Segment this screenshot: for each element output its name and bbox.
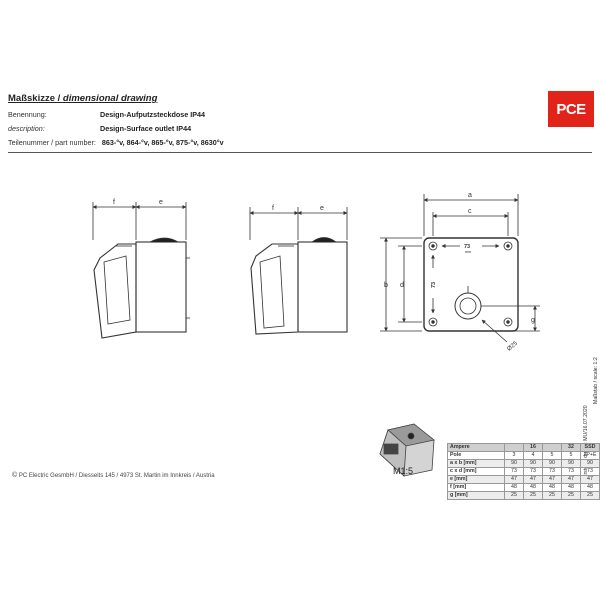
side-view-middle bbox=[249, 207, 348, 335]
table-cell: 25 bbox=[504, 491, 524, 500]
scale-note: Maßstab / scale: 1:2 bbox=[593, 357, 599, 404]
drawing-title: Maßskizze / dimensional drawing bbox=[8, 93, 157, 104]
table-cell bbox=[504, 443, 524, 452]
front-view bbox=[380, 194, 540, 343]
meta-label: Teilenummer / part number: bbox=[8, 138, 96, 147]
table-cell: 48 bbox=[504, 483, 524, 492]
table-cell: 48 bbox=[580, 483, 600, 492]
meta-label: description: bbox=[8, 124, 45, 133]
dim-label-d: d bbox=[400, 282, 404, 289]
table-row: Ampere 16 32 SSD bbox=[447, 443, 600, 452]
title-en: dimensional drawing bbox=[62, 93, 158, 104]
table-cell: 90 bbox=[542, 459, 562, 468]
pce-logo: PCE bbox=[548, 91, 594, 127]
table-cell: 25 bbox=[580, 491, 600, 500]
table-cell: 73 bbox=[542, 467, 562, 476]
table-row: g [mm] 25 25 25 25 25 bbox=[447, 491, 600, 500]
table-cell: 48 bbox=[542, 483, 562, 492]
copyright-footer: © PC Electric GesmbH / Diesseits 145 / 4… bbox=[12, 472, 215, 479]
meta-row-part-number: Teilenummer / part number: 863-°v, 864-°v… bbox=[8, 138, 224, 147]
header-divider bbox=[8, 152, 592, 153]
table-cell: g [mm] bbox=[447, 491, 505, 500]
hole-spacing-h: 73 bbox=[464, 244, 470, 250]
table-cell: 48 bbox=[561, 483, 581, 492]
hole-spacing-unit: mm bbox=[465, 250, 471, 254]
table-cell: 47 bbox=[580, 475, 600, 484]
dim-label-c: c bbox=[468, 208, 472, 215]
table-cell: 47 bbox=[504, 475, 524, 484]
meta-value: Design-Aufputzsteckdose IP44 bbox=[100, 110, 206, 119]
table-cell: 90 bbox=[504, 459, 524, 468]
meta-row-designation: Benennung: Design-Aufputzsteckdose IP44 bbox=[8, 110, 205, 119]
title-separator: / bbox=[55, 93, 63, 104]
diameter-label: Ø25 bbox=[506, 340, 519, 352]
thumbnail-scale-label: M1:5 bbox=[393, 466, 414, 476]
table-cell: 90 bbox=[561, 459, 581, 468]
table-cell: 47 bbox=[561, 475, 581, 484]
table-row: a x b [mm] 90 90 90 90 90 bbox=[447, 459, 600, 468]
table-cell: 48 bbox=[523, 483, 543, 492]
dim-label-e: e bbox=[320, 205, 324, 212]
table-cell: e [mm] bbox=[447, 475, 505, 484]
title-de: Maßskizze bbox=[8, 93, 55, 104]
dim-label-g: g bbox=[531, 317, 535, 324]
table-cell: 25 bbox=[561, 491, 581, 500]
side-view-left bbox=[92, 202, 190, 339]
table-row: Pole 3 4 5 5 2P+E bbox=[447, 451, 600, 460]
table-cell: a x b [mm] bbox=[447, 459, 505, 468]
table-cell: 3 bbox=[504, 451, 524, 460]
table-cell: 16 bbox=[523, 443, 543, 452]
company-address: PC Electric GesmbH / Diesseits 145 / 497… bbox=[18, 473, 215, 479]
dim-label-e: e bbox=[159, 199, 163, 206]
product-thumbnail bbox=[379, 423, 435, 477]
table-cell: 25 bbox=[523, 491, 543, 500]
dim-label-b: b bbox=[384, 282, 388, 289]
dim-label-f: f bbox=[272, 205, 274, 212]
copyright-symbol: © bbox=[12, 472, 18, 479]
table-cell: SSD bbox=[580, 443, 600, 452]
table-cell: 73 bbox=[504, 467, 524, 476]
table-cell: f [mm] bbox=[447, 483, 505, 492]
meta-label: Benennung: bbox=[8, 110, 47, 119]
table-row: c x d [mm] 73 73 73 73 73 bbox=[447, 467, 600, 476]
table-cell: Pole bbox=[447, 451, 505, 460]
table-cell: 2P+E bbox=[580, 451, 600, 460]
dim-label-f: f bbox=[113, 199, 115, 206]
spec-table: Ampere 16 32 SSD Pole 3 4 5 5 2P+E a x b… bbox=[447, 443, 600, 500]
table-cell: 73 bbox=[561, 467, 581, 476]
table-cell: 90 bbox=[523, 459, 543, 468]
table-cell: 47 bbox=[523, 475, 543, 484]
table-cell: 4 bbox=[523, 451, 543, 460]
table-row: f [mm] 48 48 48 48 48 bbox=[447, 483, 600, 492]
dim-label-a: a bbox=[468, 192, 472, 199]
table-cell: 90 bbox=[580, 459, 600, 468]
table-cell: 32 bbox=[561, 443, 581, 452]
meta-value: 863-°v, 864-°v, 865-°v, 875-°v, 8630°v bbox=[101, 138, 224, 147]
meta-value: Design-Surface outlet IP44 bbox=[100, 124, 192, 133]
table-cell: 5 bbox=[561, 451, 581, 460]
table-cell bbox=[542, 443, 562, 452]
meta-row-description: description: Design-Surface outlet IP44 bbox=[8, 124, 191, 133]
table-cell: c x d [mm] bbox=[447, 467, 505, 476]
table-cell: 73 bbox=[523, 467, 543, 476]
table-cell: Ampere bbox=[447, 443, 505, 452]
table-row: e [mm] 47 47 47 47 47 bbox=[447, 475, 600, 484]
hole-spacing-v: 73 bbox=[431, 282, 437, 288]
table-cell: 5 bbox=[542, 451, 562, 460]
table-cell: 73 bbox=[580, 467, 600, 476]
table-cell: 47 bbox=[542, 475, 562, 484]
table-cell: 25 bbox=[542, 491, 562, 500]
